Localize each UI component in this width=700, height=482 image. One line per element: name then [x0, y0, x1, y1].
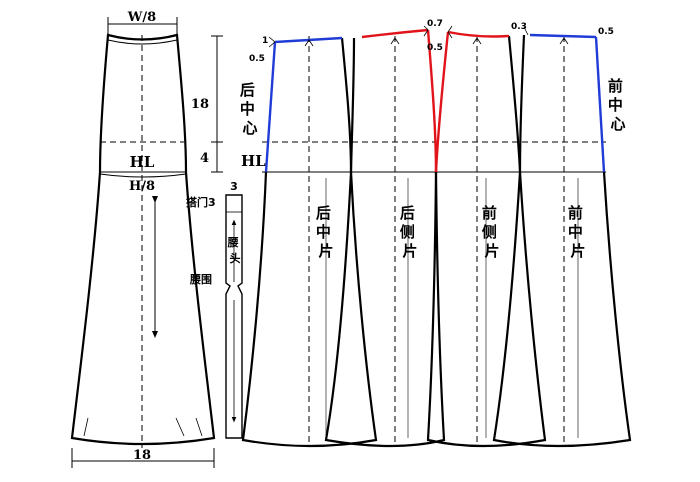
adjust-label-front-05: 0.5	[598, 27, 614, 37]
back-corner-bracket	[268, 36, 276, 48]
panel-2-char-1: 后	[400, 204, 415, 222]
panel-4-char-1: 前	[568, 204, 583, 222]
panel-1-char-1: 后	[316, 204, 331, 222]
waist-to-hip-label: 18	[191, 97, 209, 112]
front-center-panel-outline	[492, 34, 632, 448]
waist-width-label: W/8	[127, 10, 156, 25]
adjust-label-07: 0.7	[427, 19, 443, 29]
panel-3-char-3: 片	[484, 242, 499, 260]
back-center-seam	[264, 41, 277, 173]
front-side-seam-adjusted	[434, 31, 450, 173]
panel-3-char-2: 侧	[482, 223, 497, 241]
front-side-panel-outline	[426, 35, 547, 448]
back-side-waist	[361, 28, 429, 39]
overlap-label: 搭门3	[186, 195, 216, 209]
back-center-label: 后 中 心	[240, 81, 260, 137]
waist-marker-4	[559, 37, 569, 45]
waistband-char-2: 头	[230, 251, 241, 265]
panel-2-char-3: 片	[402, 242, 417, 260]
panel-hip-line-label: HL	[241, 152, 266, 170]
waist-marker-2	[390, 37, 400, 45]
front-center-label: 前 中 心	[608, 77, 628, 133]
base-hip-curve	[99, 173, 187, 178]
panel-label-back-center: 后 中 片	[316, 204, 336, 260]
waistband-piece: 3 搭门3 腰围 腰 头	[186, 180, 243, 439]
panel-label-front-side: 前 侧 片	[482, 204, 502, 260]
waist-marker-3	[472, 37, 482, 45]
waistband-char-1: 腰	[227, 236, 239, 249]
front-side-waist	[447, 30, 510, 38]
waistband-width-label: 3	[230, 180, 238, 193]
hem-width-label: 18	[133, 448, 151, 463]
mid-corner-bracket-left	[423, 25, 429, 37]
back-center-char-1: 后	[240, 81, 255, 99]
hip-width-label: H/8	[129, 179, 155, 194]
hip-depth-label: 4	[200, 151, 209, 166]
waist-marker-1	[304, 39, 314, 47]
panel-1-char-3: 片	[318, 242, 333, 260]
base-hem-fold-left	[83, 417, 203, 437]
adjust-label-mid-05: 0.5	[427, 43, 443, 53]
front-corner-bracket	[523, 26, 529, 36]
panel-1-char-2: 中	[316, 223, 331, 241]
adjust-label-back-05: 0.5	[249, 54, 265, 64]
back-center-char-2: 中	[240, 100, 255, 118]
panel-set: 1 0.5 0.7 0.5 0.3 0.5 HL 后 中 心 前 中 心 后 中…	[240, 19, 632, 448]
panel-2-char-2: 侧	[400, 223, 415, 241]
hip-line-label: HL	[130, 153, 155, 171]
panel-label-back-side: 后 侧 片	[400, 204, 420, 260]
waist-girth-label: 腰围	[189, 273, 212, 286]
panel-3-char-1: 前	[482, 204, 497, 222]
front-center-waist	[529, 33, 597, 39]
front-center-char-3: 心	[610, 115, 625, 133]
front-center-seam	[594, 36, 606, 173]
waistband-label: 腰 头	[227, 236, 243, 265]
front-center-char-2: 中	[608, 96, 623, 114]
back-side-panel-outline	[324, 37, 446, 448]
panel-4-char-3: 片	[570, 242, 585, 260]
base-draft: W/8 18 4 HL H/8 18	[70, 10, 223, 468]
adjust-label-1: 1	[262, 36, 268, 46]
panel-label-front-center: 前 中 片	[568, 204, 588, 260]
back-center-char-3: 心	[242, 119, 257, 137]
waistband-outline-top	[225, 194, 243, 439]
mid-corner-bracket-right	[447, 25, 453, 39]
base-waist-curve	[107, 39, 178, 45]
adjust-label-03: 0.3	[511, 22, 527, 32]
base-outline	[70, 33, 216, 446]
back-center-waist	[274, 36, 343, 44]
panel-4-char-2: 中	[568, 223, 583, 241]
front-center-char-1: 前	[608, 77, 623, 95]
